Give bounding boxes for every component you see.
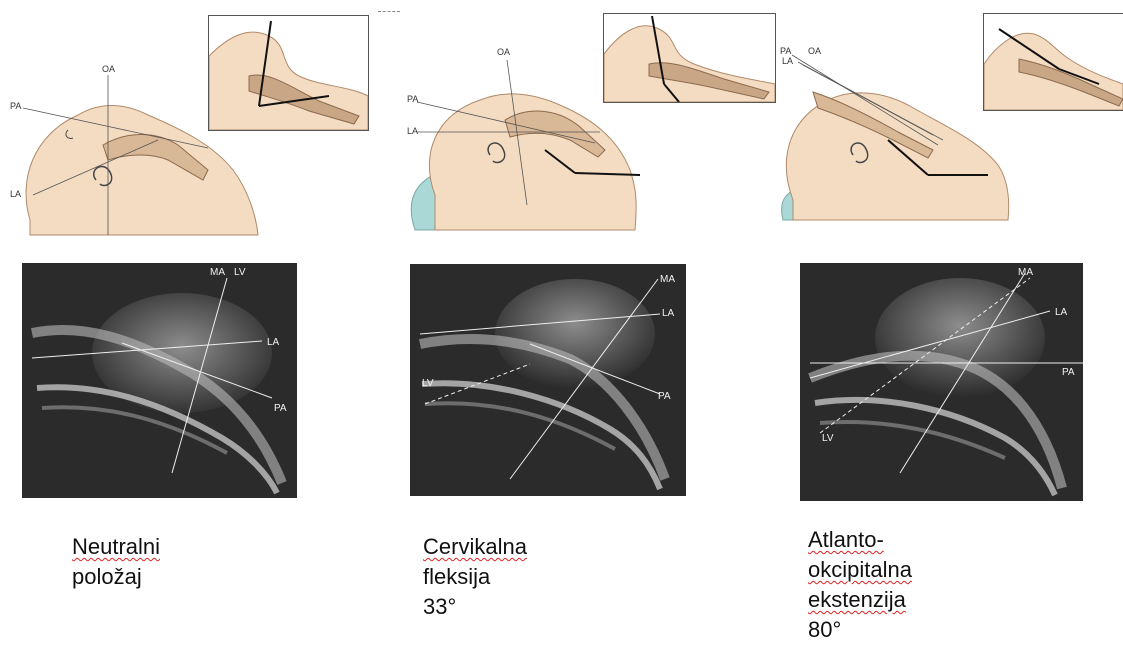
mri-flexion: MA LA LV PA (410, 264, 686, 496)
mri-label-pa: PA (274, 403, 287, 414)
caption-line-1: Cervikalna (423, 532, 527, 562)
caption-extension: Atlanto-okcipitalna ekstenzija 80° (808, 525, 912, 645)
mri-neutral: MA LV LA PA (22, 263, 297, 498)
separator-dashes (378, 11, 400, 12)
label-la: LA (10, 189, 21, 199)
caption-line-2: ekstenzija (808, 585, 912, 615)
inset-airway-extension (983, 13, 1123, 111)
mri-label-pa: PA (658, 391, 671, 402)
label-la: LA (407, 126, 418, 136)
caption-flexion: Cervikalna fleksija 33° (423, 532, 527, 622)
mri-label-ma: MA (210, 267, 225, 278)
mri-label-ma: MA (660, 274, 675, 285)
mri-label-la: LA (1055, 307, 1068, 318)
mri-extension: MA LA PA LV (800, 263, 1083, 501)
label-pa: PA (10, 101, 21, 111)
inset-airway-flexion (603, 13, 776, 103)
caption-line-1: Neutralni (72, 532, 160, 562)
label-oa: OA (102, 64, 115, 74)
mri-label-lv: LV (234, 267, 246, 278)
inset-airway-neutral (208, 15, 369, 131)
caption-line-1: Atlanto-okcipitalna (808, 525, 912, 585)
caption-line-2: položaj (72, 562, 160, 592)
label-pa: PA (780, 46, 791, 56)
label-oa: OA (497, 47, 510, 57)
mri-label-ma: MA (1018, 267, 1033, 278)
caption-line-3: 80° (808, 615, 912, 645)
mri-label-lv: LV (822, 433, 834, 444)
label-oa: OA (808, 46, 821, 56)
caption-line-2: fleksija 33° (423, 562, 527, 622)
mri-label-la: LA (662, 308, 675, 319)
caption-neutral: Neutralni položaj (72, 532, 160, 592)
mri-label-pa: PA (1062, 367, 1075, 378)
label-pa: PA (407, 94, 418, 104)
mri-label-lv: LV (422, 378, 434, 389)
head-illustration-extension: OA PA LA (778, 40, 1013, 230)
label-la: LA (782, 56, 793, 66)
mri-label-la: LA (267, 337, 280, 348)
